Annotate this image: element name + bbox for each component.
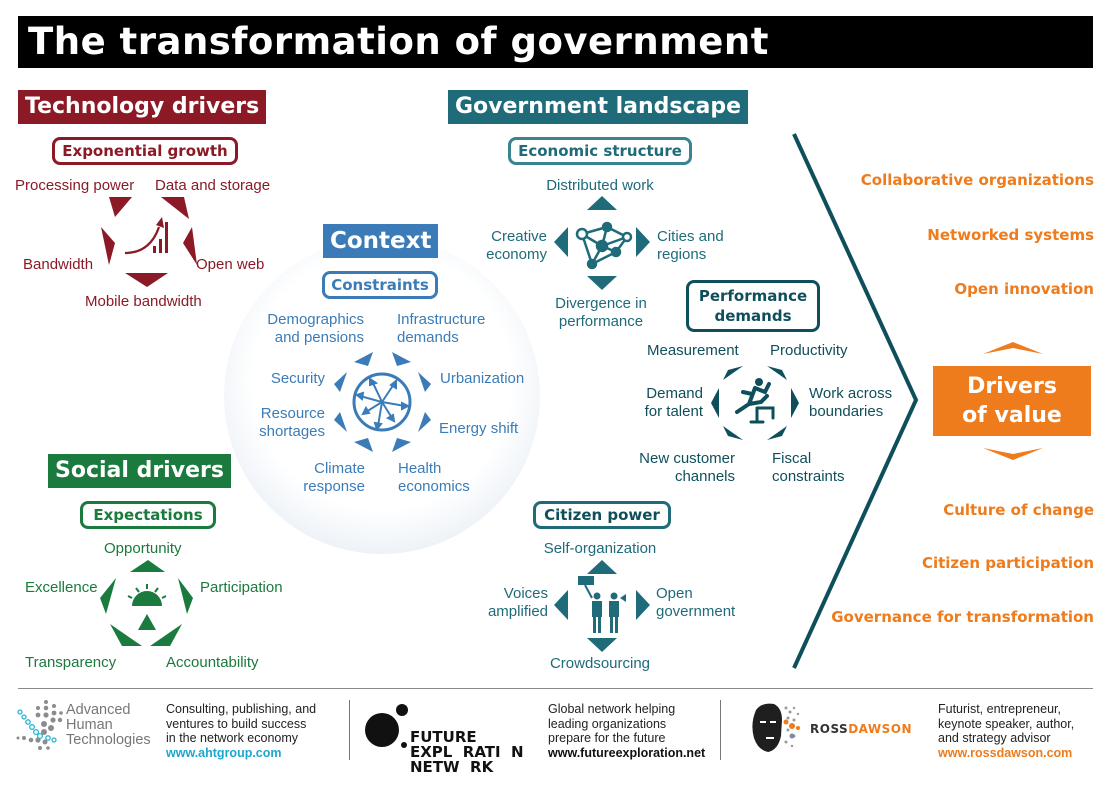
citizen-arrows-icon [554, 560, 650, 652]
citizen-power-box: Citizen power [533, 501, 671, 529]
chevron-arrow-icon [792, 133, 919, 669]
aht-hand-logo-icon [16, 700, 63, 750]
context-cycle-arrows-icon [334, 352, 431, 452]
footer-separator [720, 700, 721, 760]
title-bar [18, 16, 1093, 68]
performance-arrows-icon [711, 366, 799, 440]
economic-structure-box: Economic structure [508, 137, 692, 165]
social-transparency: Transparency [25, 654, 117, 671]
expectations-box: Expectations [80, 501, 216, 529]
social-participation: Participation [200, 579, 283, 596]
growth-chart-icon [124, 217, 168, 255]
context-header: Context [323, 224, 439, 258]
technology-drivers-header: Technology drivers [18, 90, 267, 124]
government-landscape-header: Government landscape [448, 90, 749, 124]
value-governance-for-transformation: Governance for transformation [831, 608, 1094, 626]
ross-dawson-logo-text: ROSSDAWSON [810, 722, 913, 736]
ross-dawson-description: Futurist, entrepreneur,keynote speaker, … [938, 702, 1075, 745]
social-accountability: Accountability [166, 654, 259, 671]
fen-url-link[interactable]: www.futureexploration.net [548, 746, 706, 760]
tech-item-open-web: Open web [196, 256, 265, 273]
value-open-innovation: Open innovation [954, 280, 1094, 298]
social-excellence: Excellence [25, 579, 98, 596]
tech-item-bandwidth: Bandwidth [23, 256, 94, 273]
context-urbanization: Urbanization [440, 370, 525, 387]
social-drivers-header: Social drivers [48, 454, 231, 488]
context-energy-shift: Energy shift [439, 420, 519, 437]
aht-url-link[interactable]: www.ahtgroup.com [166, 746, 282, 760]
protesters-icon [578, 576, 626, 633]
network-icon [575, 221, 633, 270]
tech-cycle-arrows-icon [101, 197, 197, 287]
economic-arrows-icon [554, 196, 650, 290]
value-citizen-participation: Citizen participation [921, 554, 1094, 572]
tech-item-processing-power: Processing power [15, 177, 135, 194]
hurdler-icon [735, 378, 775, 424]
tech-item-data-storage: Data and storage [155, 177, 271, 194]
context-security: Security [270, 370, 325, 387]
social-cycle-arrows-icon [100, 560, 193, 646]
footer-divider [18, 688, 1093, 689]
ross-dawson-portrait-logo-icon [752, 703, 800, 752]
value-networked-systems: Networked systems [927, 226, 1094, 244]
social-opportunity: Opportunity [104, 540, 182, 557]
exponential-growth-box: Exponential growth [52, 137, 238, 165]
tech-item-mobile-bandwidth: Mobile bandwidth [85, 293, 202, 310]
multi-direction-arrows-icon [352, 372, 412, 432]
constraints-box: Constraints [322, 271, 438, 299]
rising-sun-icon [127, 584, 167, 630]
footer-separator [349, 700, 350, 760]
chevron-up-icon [983, 342, 1043, 354]
page-title: The transformation of government [28, 20, 769, 63]
chevron-down-icon [983, 448, 1043, 460]
perf-measurement: Measurement [647, 342, 739, 359]
value-culture-of-change: Culture of change [943, 501, 1094, 519]
ross-dawson-url-link[interactable]: www.rossdawson.com [938, 746, 1073, 760]
citizen-self-organization: Self-organization [543, 540, 657, 557]
citizen-crowdsourcing: Crowdsourcing [549, 655, 651, 672]
econ-distributed-work: Distributed work [546, 177, 654, 194]
value-collaborative-organizations: Collaborative organizations [860, 171, 1094, 189]
perf-productivity: Productivity [770, 342, 848, 359]
fen-circles-logo-icon [365, 704, 408, 748]
